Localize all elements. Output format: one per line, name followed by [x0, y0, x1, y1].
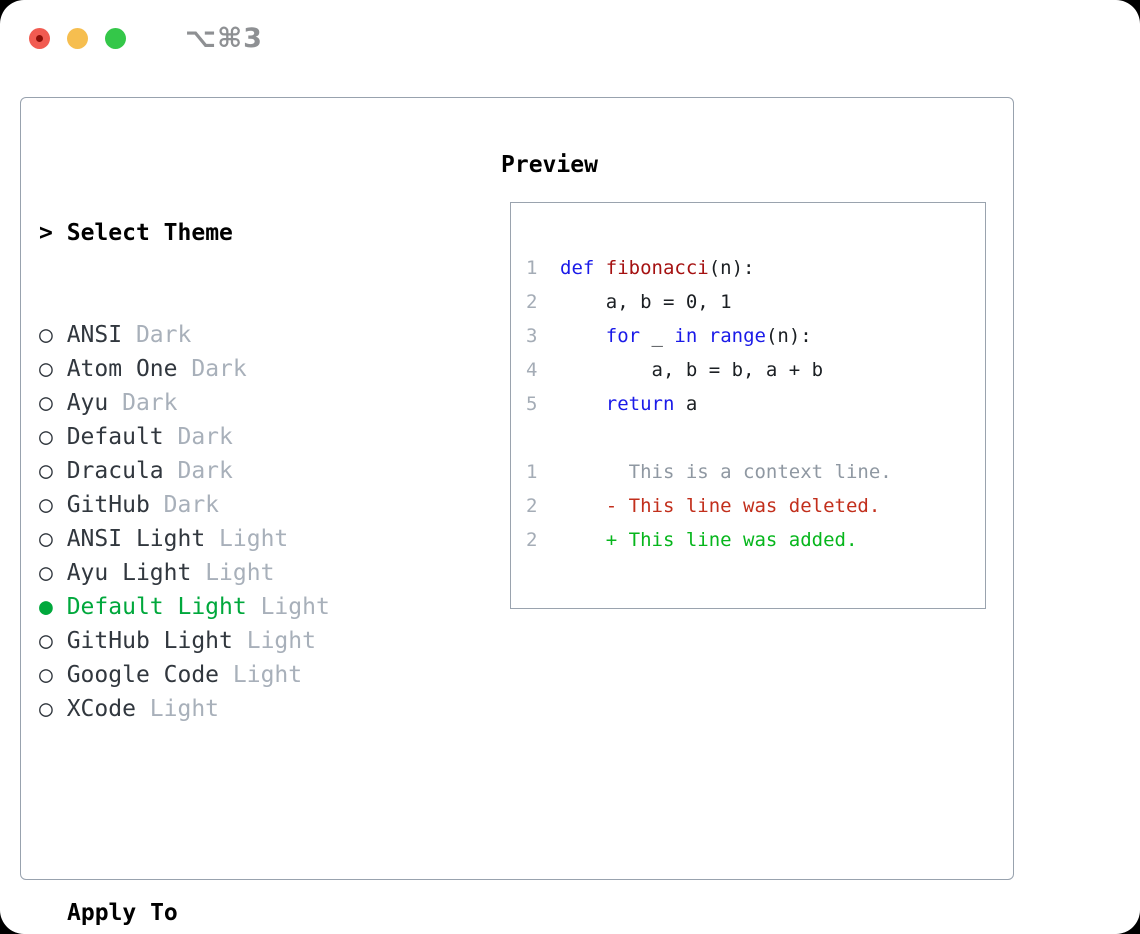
- theme-variant: Light: [149, 696, 220, 722]
- radio-icon: ○: [39, 526, 53, 552]
- theme-item-dracula-dark[interactable]: ○ Dracula Dark: [39, 454, 469, 488]
- theme-name: ANSI Light: [52, 526, 220, 552]
- line-content: This is a context line.: [560, 461, 892, 483]
- theme-variant: Dark: [177, 458, 233, 484]
- line-number: 3: [526, 325, 538, 347]
- radio-icon: ○: [39, 322, 53, 348]
- radio-selected-icon: ●: [39, 594, 53, 620]
- theme-name: ANSI: [52, 322, 136, 348]
- code-line: 5 return a: [526, 387, 985, 421]
- theme-item-default-light-light[interactable]: ● Default Light Light: [39, 590, 469, 624]
- radio-icon: ○: [39, 628, 53, 654]
- theme-variant: Light: [260, 594, 330, 620]
- theme-variant: Light: [205, 560, 275, 586]
- spacer: [39, 794, 469, 828]
- radio-icon: ○: [39, 424, 53, 450]
- code-line: 2 + This line was added.: [526, 523, 985, 557]
- theme-name: Ayu Light: [52, 560, 206, 586]
- theme-name: Default: [52, 424, 178, 450]
- line-content: return a: [605, 393, 698, 415]
- radio-icon: ○: [39, 458, 53, 484]
- line-content: - This line was deleted.: [560, 495, 881, 517]
- radio-icon: ○: [39, 560, 53, 586]
- select-theme-header: > Select Theme: [39, 216, 469, 250]
- theme-item-ayu-light-light[interactable]: ○ Ayu Light Light: [39, 556, 469, 590]
- theme-name: Default Light: [52, 594, 261, 620]
- line-number: 2: [526, 529, 538, 551]
- line-content: a, b = b, a + b: [560, 359, 824, 381]
- theme-name: Ayu: [52, 390, 123, 416]
- theme-variant: Light: [246, 628, 316, 654]
- line-number: 2: [526, 495, 538, 517]
- line-number: 1: [526, 257, 538, 279]
- preview-header: Preview: [501, 152, 598, 178]
- theme-variant: Dark: [135, 322, 192, 348]
- radio-icon: ○: [39, 356, 53, 382]
- theme-variant: Dark: [191, 356, 247, 382]
- theme-name: GitHub: [52, 492, 164, 518]
- theme-item-google-code-light[interactable]: ○ Google Code Light: [39, 658, 469, 692]
- theme-list: ○ ANSI Dark○ Atom One Dark○ Ayu Dark○ De…: [39, 318, 469, 726]
- line-content: def fibonacci(n):: [560, 257, 755, 279]
- theme-variant: Dark: [177, 424, 233, 450]
- theme-name: XCode: [52, 696, 150, 722]
- line-number: 4: [526, 359, 538, 381]
- code-line: 1 This is a context line.: [526, 455, 985, 489]
- radio-icon: ○: [39, 492, 53, 518]
- theme-variant: Dark: [163, 492, 220, 518]
- theme-item-default-dark[interactable]: ○ Default Dark: [39, 420, 469, 454]
- line-number: 1: [526, 461, 538, 483]
- zoom-button[interactable]: [105, 27, 126, 49]
- code-line: 2 a, b = 0, 1: [526, 285, 985, 319]
- radio-icon: ○: [39, 662, 53, 688]
- theme-item-xcode-light[interactable]: ○ XCode Light: [39, 692, 469, 726]
- theme-item-github-dark[interactable]: ○ GitHub Dark: [39, 488, 469, 522]
- theme-name: Atom One: [52, 356, 192, 382]
- theme-selector: > Select Theme ○ ANSI Dark○ Atom One Dar…: [39, 148, 469, 934]
- line-content: for _ in range(n):: [605, 325, 812, 347]
- close-dot-icon: [36, 34, 43, 42]
- radio-icon: ○: [39, 390, 53, 416]
- radio-icon: ○: [39, 696, 53, 722]
- code-line: 1 def fibonacci(n):: [526, 251, 985, 285]
- close-button[interactable]: [29, 27, 50, 49]
- code-line: 2 - This line was deleted.: [526, 489, 985, 523]
- theme-item-github-light-light[interactable]: ○ GitHub Light Light: [39, 624, 469, 658]
- code-line: 4 a, b = b, a + b: [526, 353, 985, 387]
- theme-name: GitHub Light: [52, 628, 247, 654]
- select-theme-title: Select Theme: [66, 220, 233, 246]
- theme-item-ansi-dark[interactable]: ○ ANSI Dark: [39, 318, 469, 352]
- theme-name: Google Code: [52, 662, 233, 688]
- code-line: [526, 421, 985, 455]
- theme-variant: Dark: [122, 390, 178, 416]
- code-line: 3 for _ in range(n):: [526, 319, 985, 353]
- line-number: 5: [526, 393, 538, 415]
- line-number: 2: [526, 291, 538, 313]
- prompt-icon: >: [39, 220, 53, 246]
- main-panel: > Select Theme ○ ANSI Dark○ Atom One Dar…: [20, 97, 1014, 926]
- titlebar: ⌥⌘3: [0, 0, 263, 76]
- theme-item-ansi-light-light[interactable]: ○ ANSI Light Light: [39, 522, 469, 556]
- theme-variant: Light: [232, 662, 303, 688]
- theme-name: Dracula: [52, 458, 178, 484]
- window-title-shortcut: ⌥⌘3: [185, 22, 263, 54]
- theme-item-ayu-dark[interactable]: ○ Ayu Dark: [39, 386, 469, 420]
- line-content: a, b = 0, 1: [560, 291, 732, 313]
- apply-to-header: Apply To: [67, 900, 178, 926]
- minimize-button[interactable]: [67, 27, 88, 49]
- theme-variant: Light: [219, 526, 289, 552]
- line-content: + This line was added.: [560, 529, 858, 551]
- theme-item-atom-one-dark[interactable]: ○ Atom One Dark: [39, 352, 469, 386]
